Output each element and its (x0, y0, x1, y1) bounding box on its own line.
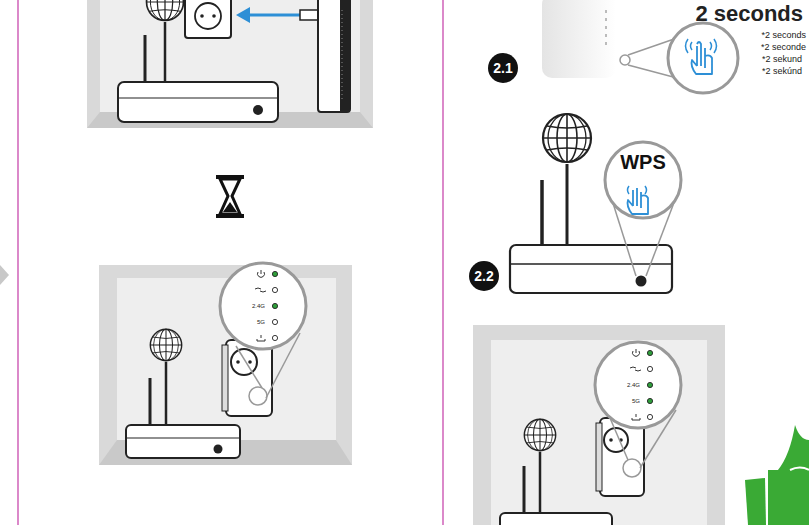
led-label: 5G (257, 319, 265, 326)
duration-note: *2 sekúnd (762, 67, 802, 77)
duration-note: *2 seconde (761, 43, 806, 53)
duration-note: *2 seconds (761, 31, 806, 41)
led-label: 2.4G (627, 382, 640, 389)
step-number: 2.2 (474, 268, 493, 284)
step-number: 2.1 (493, 60, 512, 76)
led-label: 5G (632, 398, 640, 405)
step-badge: 2.1 (488, 53, 518, 83)
button-label: WPS (616, 135, 670, 189)
duration-heading: 2 seconds (695, 2, 803, 26)
step-badge: 2.2 (469, 261, 499, 291)
duration-note: *2 sekund (762, 55, 802, 65)
button-name: WPS (620, 151, 666, 174)
led-label: 2.4G (252, 303, 265, 310)
